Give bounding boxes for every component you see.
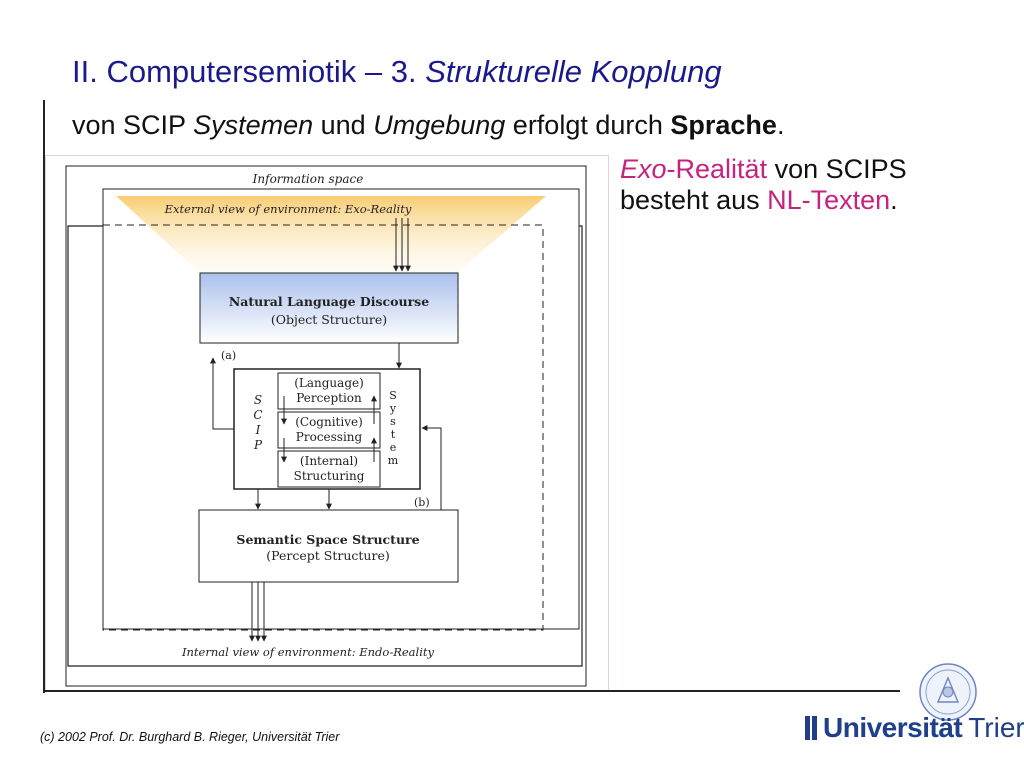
footer-rule [43, 690, 900, 692]
side-exo: Exo [620, 154, 667, 184]
system-letter-3: s [390, 415, 396, 428]
university-logo: Universität Trier [805, 712, 1024, 744]
dashed-frame [102, 224, 544, 631]
label-b: (b) [414, 496, 430, 509]
logo-word-trier: Trier [968, 712, 1024, 743]
scip-letter-p: P [253, 438, 263, 452]
sss-title: Semantic Space Structure [236, 532, 419, 547]
nld-subtitle: (Object Structure) [271, 312, 387, 327]
outer-frame [65, 165, 587, 687]
system-letter-4: t [391, 428, 396, 441]
left-rule-bottom [43, 148, 45, 693]
box2-line1: (Cognitive) [295, 415, 363, 429]
system-letter-5: e [390, 441, 397, 454]
side-nl-texten: NL-Texten [767, 185, 891, 215]
box2-line2: Processing [296, 430, 363, 444]
subtitle-t3: und [313, 110, 374, 140]
logo-word-universitaet: Universität [823, 712, 963, 743]
side-period: . [890, 185, 898, 215]
scip-diagram: Information space External view of envir… [45, 155, 609, 692]
scip-letter-c: C [253, 408, 262, 422]
system-letter-2: y [389, 402, 397, 415]
feedback-b-arrow [421, 425, 442, 510]
subtitle-t6: Sprache [670, 110, 777, 140]
system-letters: S y s t e m [388, 389, 399, 467]
feedback-a-arrow [210, 357, 234, 430]
slide-subtitle: von SCIP Systemen und Umgebung erfolgt d… [72, 110, 784, 141]
system-letter-1: S [389, 389, 397, 402]
logo-mark-icon [805, 716, 817, 740]
subtitle-t2: Systemen [193, 110, 314, 140]
side-line-2: besteht aus NL-Texten. [620, 185, 907, 216]
cognitive-processing-box [277, 411, 381, 449]
subtitle-t7: . [776, 110, 785, 140]
box3-line1: (Internal) [300, 454, 358, 468]
university-seal-icon [919, 663, 977, 721]
subtitle-t1: von SCIP [72, 110, 194, 140]
sss-subtitle: (Percept Structure) [266, 548, 389, 563]
copyright-footer: (c) 2002 Prof. Dr. Burghard B. Rieger, U… [40, 730, 340, 744]
scip-letter-s: S [254, 393, 262, 407]
system-letter-6: m [388, 454, 399, 467]
internal-structuring-box [277, 450, 381, 488]
title-part1: II. Computersemiotik – 3. [72, 54, 426, 89]
information-space-label: Information space [252, 172, 364, 186]
side-von-scips: von SCIPS [767, 154, 907, 184]
label-a: (a) [221, 349, 236, 362]
subtitle-t4: Umgebung [373, 110, 506, 140]
outer-loop-line [67, 225, 583, 667]
left-rule-top [43, 100, 45, 148]
scip-diagram-svg: Information space External view of envir… [65, 165, 587, 687]
box3-line2: Structuring [294, 469, 365, 483]
subtitle-t5: erfolgt durch [505, 110, 671, 140]
exo-reality-cone [116, 196, 546, 274]
nld-title: Natural Language Discourse [229, 294, 429, 309]
side-realitaet: -Realität [666, 154, 768, 184]
side-line-1: Exo-Realität von SCIPS [620, 154, 907, 185]
scip-letter-i: I [255, 423, 261, 437]
side-text: Exo-Realität von SCIPS besteht aus NL-Te… [620, 154, 907, 216]
endo-reality-label: Internal view of environment: Endo-Reali… [181, 645, 435, 659]
natural-language-discourse-box [199, 272, 459, 344]
side-besteht: besteht aus [620, 185, 768, 215]
box1-line2: Perception [296, 391, 362, 405]
semantic-space-structure-box [198, 509, 459, 583]
slide-title: II. Computersemiotik – 3. Strukturelle K… [72, 54, 722, 90]
scip-letters: S C I P [253, 393, 263, 452]
exo-reality-label: External view of environment: Exo-Realit… [164, 202, 412, 216]
language-perception-box [277, 372, 381, 410]
title-part2: Strukturelle Kopplung [425, 54, 722, 89]
box1-line1: (Language) [294, 376, 364, 390]
